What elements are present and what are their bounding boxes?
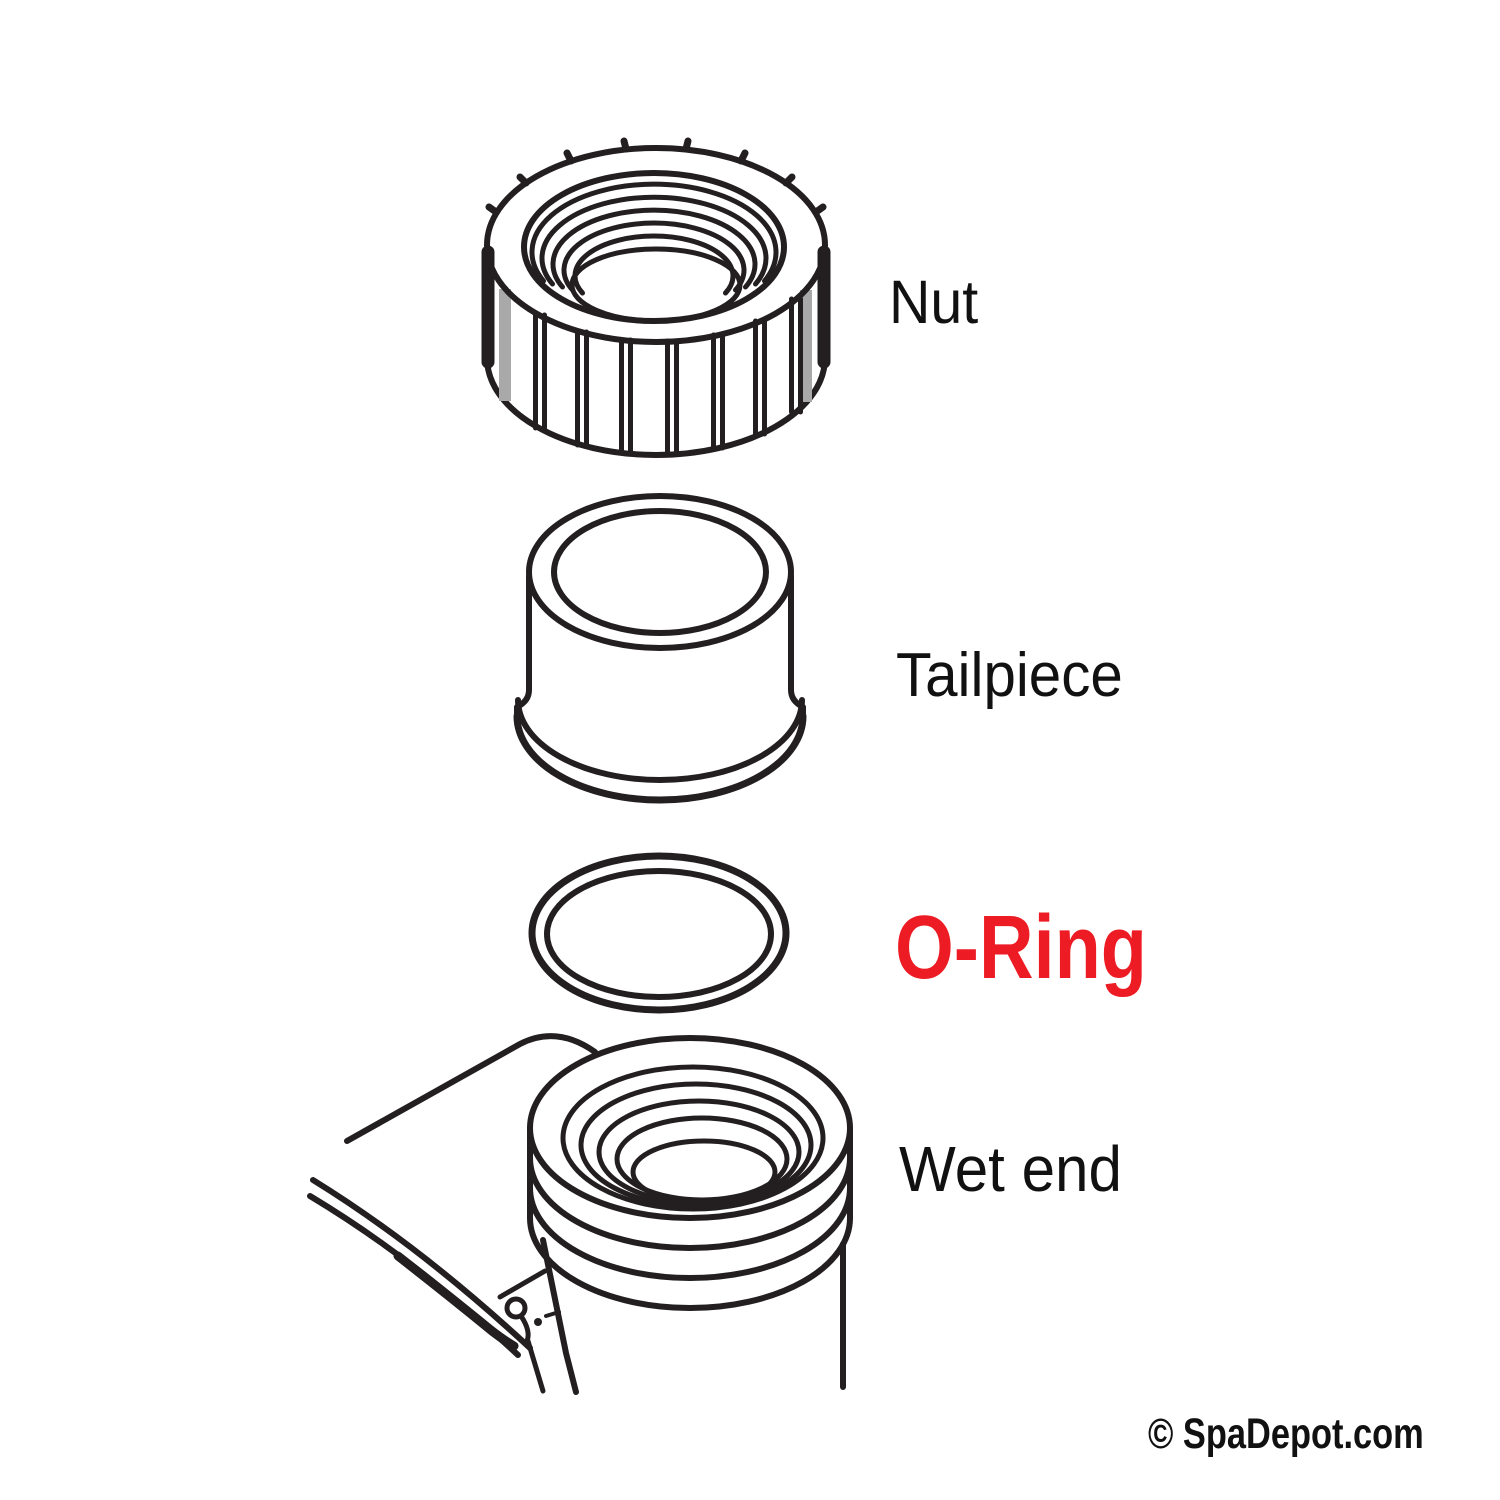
tailpiece-drawing xyxy=(513,493,807,804)
o-ring-drawing xyxy=(528,852,790,1014)
nut-label: Nut xyxy=(889,268,979,336)
wet-end-drawing xyxy=(307,1033,853,1395)
credit-text: © SpaDepot.com xyxy=(1148,1410,1424,1458)
wet-end-label: Wet end xyxy=(899,1133,1122,1205)
nut-drawing xyxy=(481,137,831,458)
tailpiece-label: Tailpiece xyxy=(896,641,1123,710)
o-ring-label: O-Ring xyxy=(895,898,1147,998)
